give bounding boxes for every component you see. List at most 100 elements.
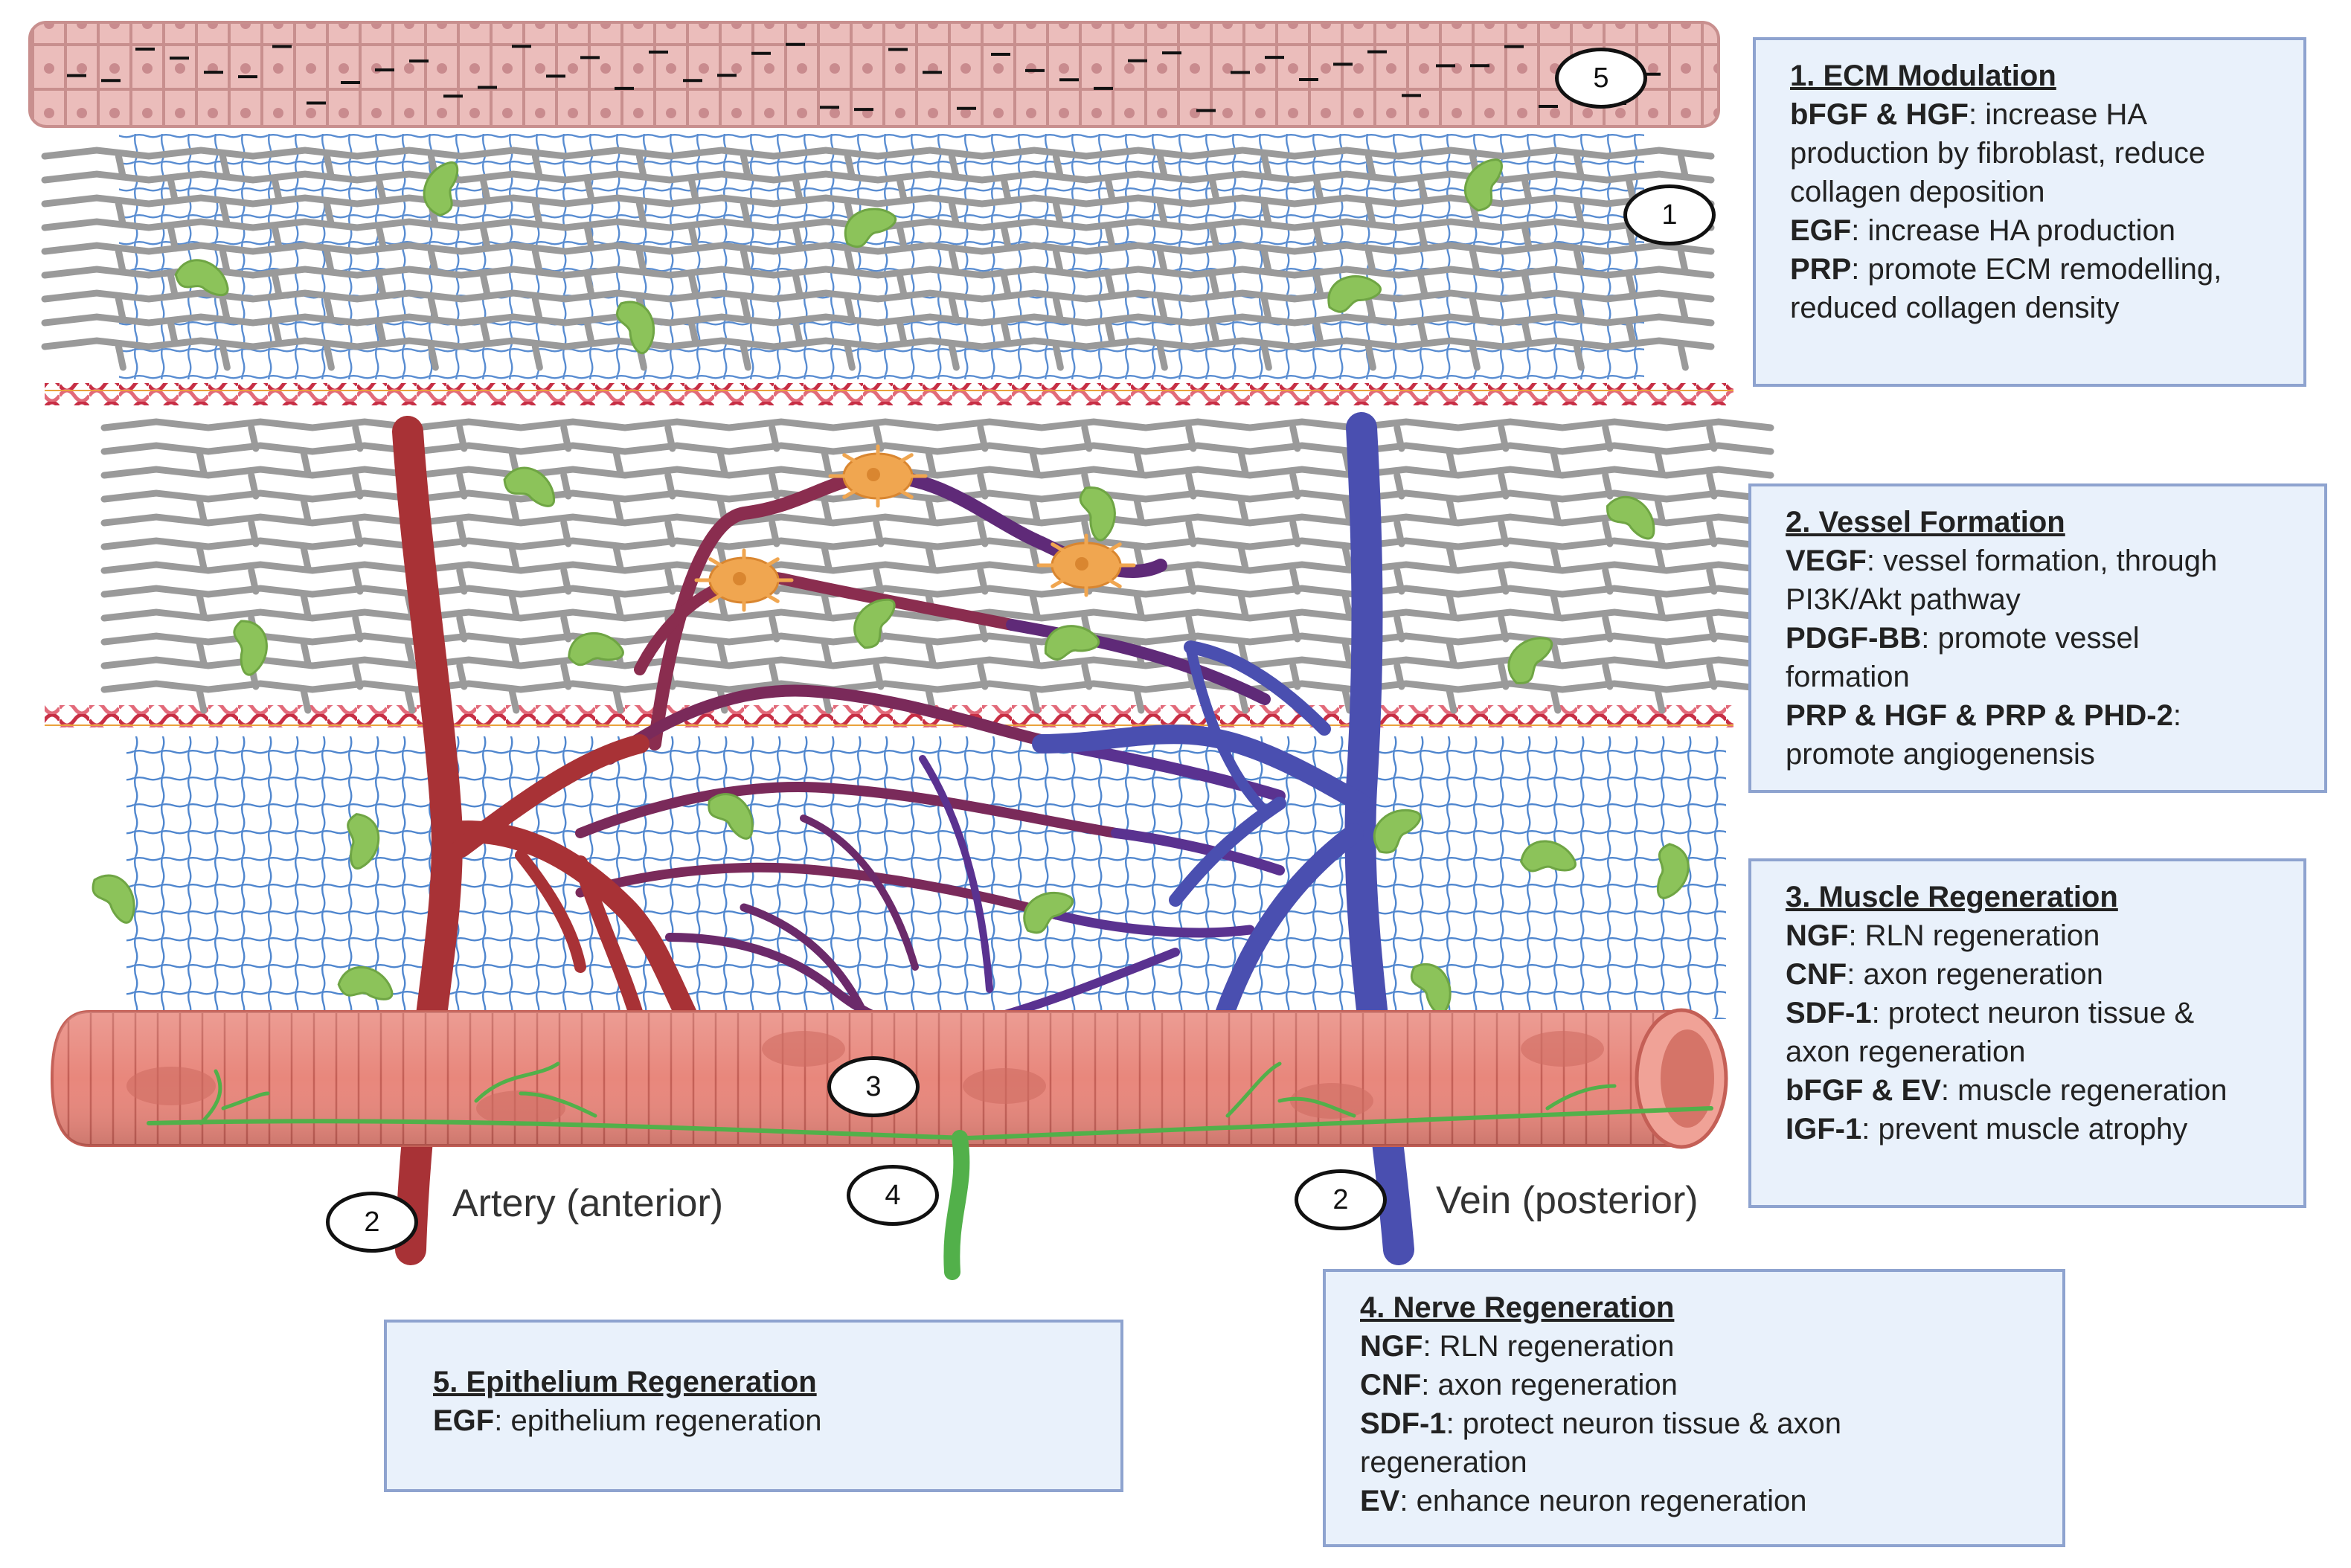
factor-effect: promote angiogenensis <box>1786 738 2095 771</box>
collagen-link <box>1364 200 1376 228</box>
marker-2-artery: 2 <box>326 1192 418 1253</box>
collagen-link <box>925 543 937 571</box>
panel-line: VEGF: vessel formation, through <box>1786 542 2302 580</box>
collagen-link <box>167 271 179 300</box>
collagen-link <box>1550 543 1562 571</box>
collagen-link <box>167 319 179 347</box>
collagen-link <box>1052 200 1064 228</box>
collagen-link <box>1260 248 1272 276</box>
factor-effect: : prevent muscle atrophy <box>1861 1113 2188 1146</box>
collagen-link <box>1364 343 1376 371</box>
collagen-link <box>1573 200 1585 228</box>
collagen-link <box>427 343 439 371</box>
fibroblast-icon <box>1079 486 1116 542</box>
collagen-link <box>1521 176 1533 205</box>
factor-name: bFGF & HGF <box>1790 98 1969 131</box>
panel-line: reduced collagen density <box>1790 289 2281 327</box>
panel-line: bFGF & HGF: increase HA <box>1790 95 2281 134</box>
factor-name: CNF <box>1786 958 1847 991</box>
collagen-link <box>300 638 312 666</box>
panel-line: PDGF-BB: promote vessel <box>1786 619 2302 658</box>
membrane-band-upper <box>45 383 1733 405</box>
collagen-link <box>1312 271 1324 300</box>
collagen-link <box>740 343 751 371</box>
fibroblast-icon <box>1023 892 1074 934</box>
collagen-fiber <box>41 313 1715 327</box>
collagen-link <box>427 295 439 324</box>
collagen-link <box>612 591 624 619</box>
collagen-link <box>1029 448 1041 476</box>
collagen-link <box>687 319 699 347</box>
panel-line: EGF: epithelium regeneration <box>433 1401 1098 1440</box>
marker-4-nerve: 4 <box>847 1165 939 1226</box>
collagen-link <box>821 638 833 666</box>
pericyte-cells <box>694 444 1136 612</box>
collagen-link <box>219 152 231 181</box>
factor-effect: : axon regeneration <box>1847 958 2103 991</box>
factor-effect: regeneration <box>1360 1446 1527 1479</box>
collagen-link <box>740 200 751 228</box>
collagen-fiber <box>100 489 1774 503</box>
collagen-link <box>1312 319 1324 347</box>
collagen-link <box>583 224 595 252</box>
panel-line: formation <box>1786 658 2302 696</box>
fibroblast-icon <box>1327 275 1382 313</box>
collagen-link <box>531 343 543 371</box>
collagen-fiber <box>100 608 1774 622</box>
collagen-link <box>1156 200 1168 228</box>
collagen-link <box>635 248 647 276</box>
panel-line: regeneration <box>1360 1443 2040 1482</box>
collagen-fiber <box>100 513 1774 527</box>
fibroblast-icon <box>233 620 268 676</box>
panel-line: CNF: axon regeneration <box>1360 1366 2040 1404</box>
collagen-link <box>115 152 126 181</box>
collagen-fiber <box>100 585 1774 598</box>
factor-effect: PI3K/Akt pathway <box>1786 583 2021 616</box>
collagen-link <box>1000 224 1012 252</box>
collagen-link <box>1133 686 1145 714</box>
factor-name: CNF <box>1360 1369 1422 1401</box>
collagen-link <box>219 200 231 228</box>
collagen-link <box>196 495 208 524</box>
collagen-link <box>896 319 908 347</box>
fibroblast-icon <box>1373 809 1422 854</box>
collagen-link <box>1260 152 1272 181</box>
collagen-link <box>1446 686 1457 714</box>
collagen-link <box>1625 319 1637 347</box>
collagen-link <box>300 448 312 476</box>
collagen-fiber <box>100 442 1774 455</box>
panel-line: promote angiogenensis <box>1786 735 2302 774</box>
collagen-link <box>1417 176 1428 205</box>
collagen-link <box>375 224 387 252</box>
collagen-link <box>1133 543 1145 571</box>
collagen-link <box>821 448 833 476</box>
collagen-link <box>300 495 312 524</box>
collagen-link <box>792 176 804 205</box>
collagen-fiber <box>100 418 1774 431</box>
collagen-link <box>612 543 624 571</box>
collagen-link <box>925 448 937 476</box>
factor-effect: : protect neuron tissue & axon <box>1446 1407 1842 1440</box>
fibroblast-icon <box>347 813 380 870</box>
factor-effect: reduced collagen density <box>1790 292 2120 324</box>
collagen-link <box>948 200 960 228</box>
panel-line: EV: enhance neuron regeneration <box>1360 1482 2040 1520</box>
collagen-link <box>167 176 179 205</box>
collagen-link <box>687 176 699 205</box>
panel-title: 2. Vessel Formation <box>1786 506 2065 539</box>
collagen-link <box>821 495 833 524</box>
collagen-link <box>1446 495 1457 524</box>
collagen-link <box>844 248 856 276</box>
collagen-link <box>948 248 960 276</box>
collagen-link <box>925 638 937 666</box>
factor-name: PDGF-BB <box>1786 622 1922 655</box>
panel-line: collagen deposition <box>1790 173 2281 211</box>
factor-name: EV <box>1360 1485 1400 1517</box>
panel-line: IGF-1: prevent muscle atrophy <box>1786 1110 2281 1148</box>
collagen-link <box>1237 591 1249 619</box>
